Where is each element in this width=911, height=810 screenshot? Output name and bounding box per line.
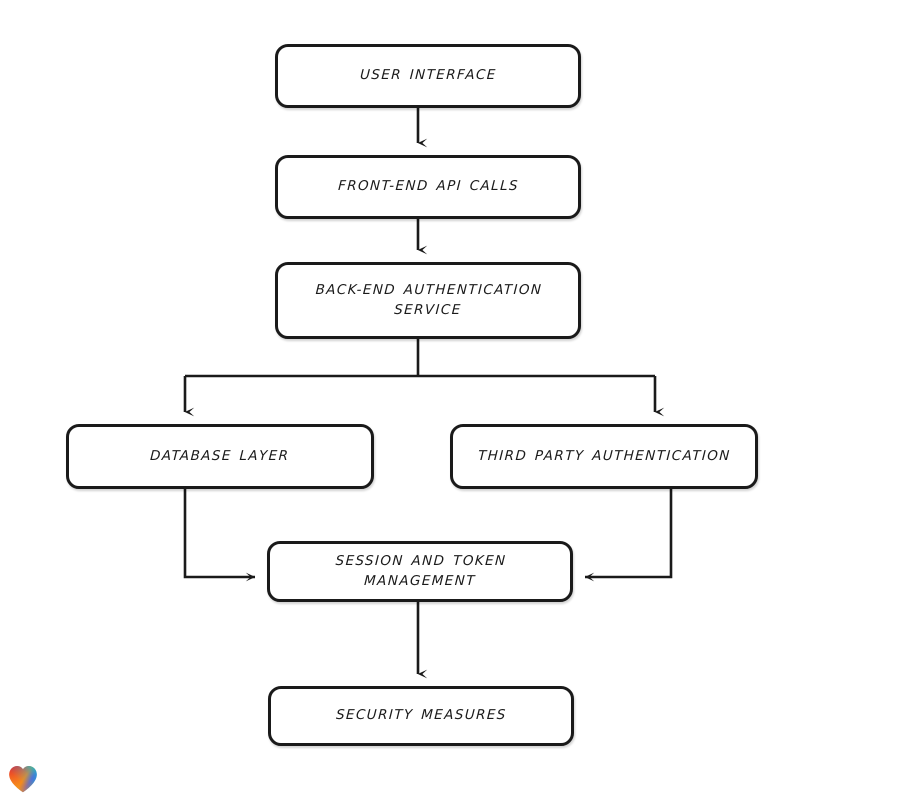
heart-icon	[9, 766, 37, 793]
node-backend-authentication-service-label: Back-End Authentication Service	[314, 281, 543, 318]
node-session-and-token-management-label: Session and Token Management	[334, 552, 507, 589]
edge-database-to-session	[183, 489, 256, 582]
node-security-measures[interactable]: Security Measures	[268, 686, 574, 746]
node-user-interface[interactable]: User Interface	[275, 44, 581, 108]
node-backend-authentication-service[interactable]: Back-End Authentication Service	[275, 262, 581, 339]
node-third-party-authentication-label: Third Party Authentication	[477, 447, 731, 464]
node-frontend-api-calls[interactable]: Front-End API Calls	[275, 155, 581, 219]
node-database-layer[interactable]: Database Layer	[66, 424, 374, 489]
node-user-interface-label: User Interface	[359, 67, 497, 84]
node-session-and-token-management[interactable]: Session and Token Management	[267, 541, 573, 602]
node-frontend-api-calls-label: Front-End API Calls	[337, 178, 519, 195]
edge-thirdparty-to-session	[584, 489, 673, 582]
node-third-party-authentication[interactable]: Third Party Authentication	[450, 424, 758, 489]
node-database-layer-label: Database Layer	[149, 447, 291, 464]
node-security-measures-label: Security Measures	[335, 707, 507, 724]
